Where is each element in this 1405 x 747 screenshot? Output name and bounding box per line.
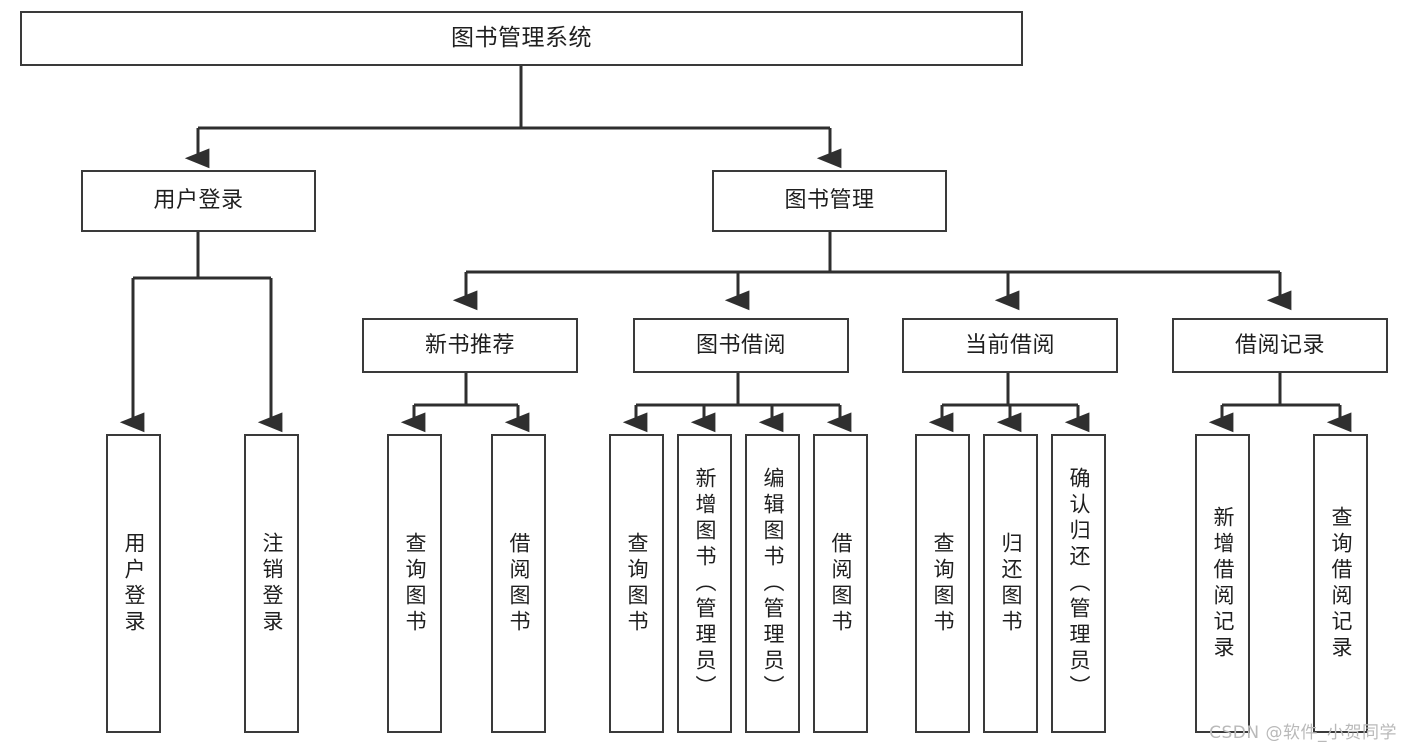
node-label: 新书推荐	[424, 332, 515, 358]
leaf-user-login-login[interactable]: 用户登录	[106, 434, 161, 733]
node-label: 新增图书（管理员）	[693, 466, 717, 701]
leaf-book-borrow-edit-book-admin[interactable]: 编辑图书（管理员）	[745, 434, 800, 733]
node-label: 查询图书	[403, 531, 427, 636]
node-label: 编辑图书（管理员）	[761, 466, 785, 701]
node-label: 借阅图书	[507, 531, 531, 636]
node-label: 确认归还（管理员）	[1067, 466, 1091, 701]
leaf-current-borrow-query-book[interactable]: 查询图书	[915, 434, 970, 733]
leaf-borrow-record-add-record[interactable]: 新增借阅记录	[1195, 434, 1250, 733]
node-label: 当前借阅	[964, 332, 1055, 358]
node-label: 图书借阅	[695, 332, 786, 358]
node-label: 归还图书	[999, 531, 1023, 636]
leaf-user-login-logout[interactable]: 注销登录	[244, 434, 299, 733]
node-borrow-record[interactable]: 借阅记录	[1172, 318, 1388, 373]
node-label: 用户登录	[153, 188, 244, 214]
node-new-book-recommend[interactable]: 新书推荐	[362, 318, 578, 373]
node-root-book-management-system[interactable]: 图书管理系统	[20, 11, 1023, 66]
csdn-watermark: CSDN @软件_小贺同学	[1209, 723, 1397, 743]
node-label: 新增借阅记录	[1211, 505, 1235, 662]
leaf-new-book-borrow-book[interactable]: 借阅图书	[491, 434, 546, 733]
leaf-current-borrow-return-book[interactable]: 归还图书	[983, 434, 1038, 733]
node-book-management[interactable]: 图书管理	[712, 170, 947, 232]
node-label: 图书管理系统	[451, 25, 592, 52]
leaf-borrow-record-query-record[interactable]: 查询借阅记录	[1313, 434, 1368, 733]
leaf-book-borrow-add-book-admin[interactable]: 新增图书（管理员）	[677, 434, 732, 733]
node-label: 用户登录	[122, 531, 146, 636]
node-current-borrow[interactable]: 当前借阅	[902, 318, 1118, 373]
leaf-book-borrow-query-book[interactable]: 查询图书	[609, 434, 664, 733]
node-user-login[interactable]: 用户登录	[81, 170, 316, 232]
node-book-borrow[interactable]: 图书借阅	[633, 318, 849, 373]
node-label: 借阅图书	[829, 531, 853, 636]
leaf-new-book-query-book[interactable]: 查询图书	[387, 434, 442, 733]
leaf-book-borrow-borrow-book[interactable]: 借阅图书	[813, 434, 868, 733]
node-label: 注销登录	[260, 531, 284, 636]
node-label: 查询图书	[931, 531, 955, 636]
node-label: 借阅记录	[1234, 332, 1325, 358]
node-label: 查询借阅记录	[1329, 505, 1353, 662]
node-label: 查询图书	[625, 531, 649, 636]
node-label: 图书管理	[784, 188, 875, 214]
leaf-current-borrow-confirm-return-admin[interactable]: 确认归还（管理员）	[1051, 434, 1106, 733]
